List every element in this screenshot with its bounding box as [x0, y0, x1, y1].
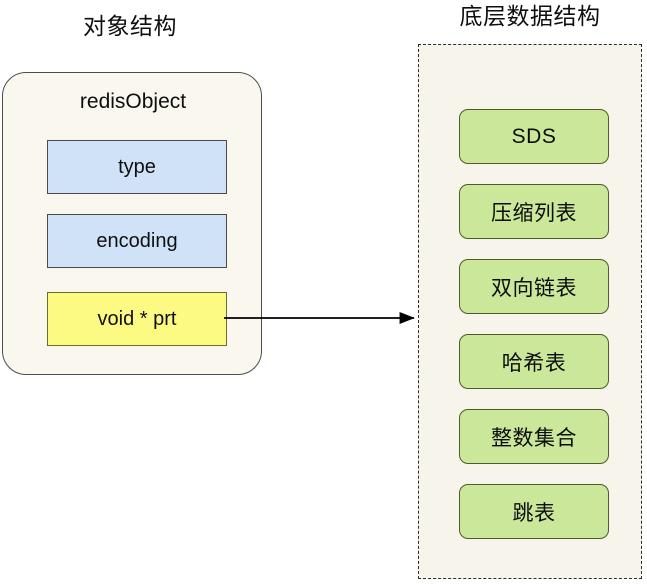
struct-box-ziplist: 压缩列表: [459, 184, 609, 239]
redis-object-label: redisObject: [79, 90, 187, 113]
field-encoding: encoding: [47, 214, 227, 268]
field-type: type: [47, 140, 227, 194]
struct-box-doubly-linked-list: 双向链表: [459, 259, 609, 314]
struct-box-hash-table: 哈希表: [459, 334, 609, 389]
underlying-data-structure-title: 底层数据结构: [459, 3, 601, 29]
struct-box-skiplist: 跳表: [459, 484, 609, 539]
redis-object-card: redisObject type encoding void * prt: [2, 72, 262, 375]
underlying-data-structure-container: SDS 压缩列表 双向链表 哈希表 整数集合 跳表: [418, 44, 642, 579]
object-structure-title: 对象结构: [83, 13, 177, 39]
struct-box-sds: SDS: [459, 109, 609, 164]
field-void-pointer: void * prt: [47, 292, 227, 346]
struct-box-intset: 整数集合: [459, 409, 609, 464]
